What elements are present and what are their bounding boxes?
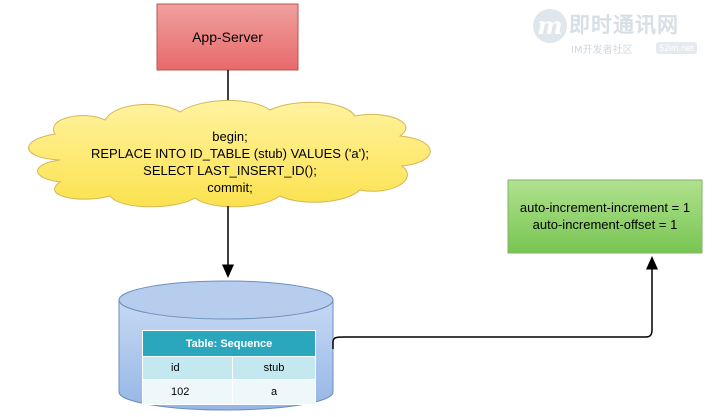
transaction-sql-text: begin; REPLACE INTO ID_TABLE (stub) VALU… <box>60 128 400 196</box>
transaction-cloud <box>28 100 431 208</box>
brand-domain: 52im.net <box>656 42 697 54</box>
brand-logo-icon: m <box>533 9 567 43</box>
app-server-node <box>156 3 299 71</box>
table-title: Table: Sequence <box>142 330 316 357</box>
brand-subtitle: IM开发者社区 <box>571 45 633 56</box>
brand-title: 即时通讯网 <box>569 13 679 37</box>
cell-stub: a <box>232 379 316 405</box>
brand-logo-letter: m <box>537 11 562 40</box>
sequence-table: Table: Sequence id stub 102 a <box>142 330 316 405</box>
app-server-label: App-Server <box>192 29 263 45</box>
cell-id: 102 <box>142 379 233 405</box>
database-top <box>118 280 334 320</box>
transaction-line: begin; <box>212 129 248 144</box>
table-header-row: id stub <box>142 356 316 380</box>
transaction-line: REPLACE INTO ID_TABLE (stub) VALUES ('a'… <box>90 146 370 161</box>
config-line: auto-increment-increment = 1 <box>519 200 691 215</box>
column-header-id: id <box>142 356 233 380</box>
watermark-logo: m 即时通讯网 IM开发者社区 52im.net <box>530 4 716 64</box>
transaction-line: SELECT LAST_INSERT_ID(); <box>143 163 317 178</box>
table-row: 102 a <box>142 379 316 405</box>
config-line: auto-increment-offset = 1 <box>532 217 678 232</box>
config-node <box>507 179 703 254</box>
config-text: auto-increment-increment = 1 auto-increm… <box>508 199 702 233</box>
column-header-stub: stub <box>232 356 316 380</box>
transaction-line: commit; <box>207 180 253 195</box>
edge-db-to-config <box>332 256 658 349</box>
